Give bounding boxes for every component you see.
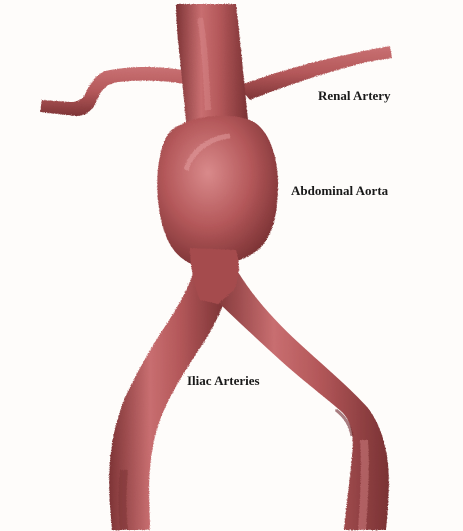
renal-artery-label: Renal Artery [318, 88, 391, 104]
abdominal-aorta-label: Abdominal Aorta [291, 183, 388, 199]
left-iliac-artery [109, 262, 226, 530]
left-renal-artery [40, 67, 184, 116]
upper-aorta [176, 4, 248, 122]
iliac-arteries-label: Iliac Arteries [187, 373, 260, 389]
